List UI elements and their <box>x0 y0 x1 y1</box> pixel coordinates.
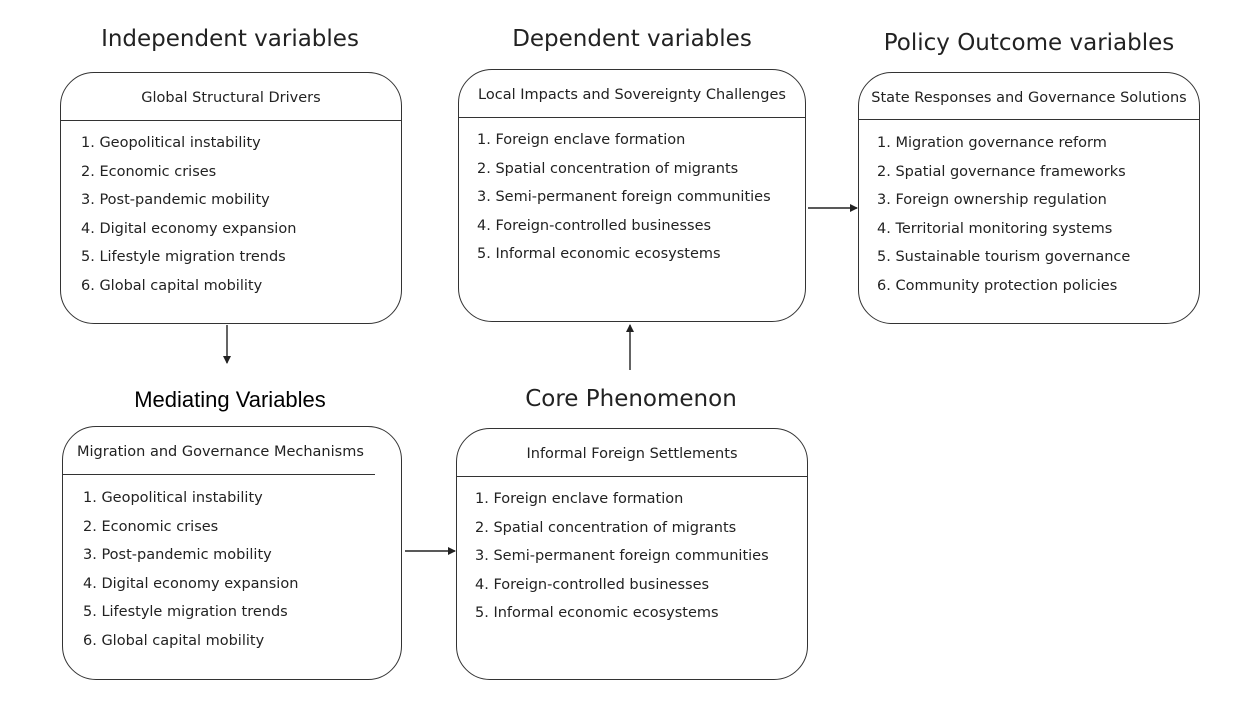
list-item: 2. Spatial concentration of migrants <box>475 519 737 536</box>
box-divider <box>457 476 807 477</box>
list-item: 2. Spatial concentration of migrants <box>477 160 739 177</box>
list-item: 6. Community protection policies <box>877 277 1118 294</box>
box-migration-mechanisms: Migration and Governance Mechanisms 1. G… <box>62 426 402 680</box>
list-item: 3. Semi-permanent foreign communities <box>477 189 771 205</box>
list-item: 1. Geopolitical instability <box>83 490 263 506</box>
item-list: 1. Migration governance reform 2. Spatia… <box>877 129 1130 300</box>
list-item: 1. Migration governance reform <box>877 135 1107 151</box>
list-item: 3. Semi-permanent foreign communities <box>475 548 769 564</box>
box-divider <box>63 474 375 475</box>
box-title: Local Impacts and Sovereignty Challenges <box>478 87 786 103</box>
list-item: 1. Foreign enclave formation <box>477 132 686 148</box>
box-title: Informal Foreign Settlements <box>526 446 738 462</box>
box-local-impacts: Local Impacts and Sovereignty Challenges… <box>458 69 806 322</box>
box-divider <box>859 119 1199 120</box>
heading-independent-variables: Independent variables <box>101 26 359 52</box>
list-item: 1. Geopolitical instability <box>81 135 261 151</box>
heading-core-phenomenon: Core Phenomenon <box>525 386 737 412</box>
list-item: 3. Post-pandemic mobility <box>83 547 272 563</box>
box-title: State Responses and Governance Solutions <box>871 90 1187 106</box>
list-item: 5. Informal economic ecosystems <box>477 246 721 262</box>
list-item: 1. Foreign enclave formation <box>475 491 684 507</box>
heading-dependent-variables: Dependent variables <box>512 26 752 52</box>
item-list: 1. Geopolitical instability 2. Economic … <box>81 129 296 300</box>
list-item: 2. Economic crises <box>81 163 217 180</box>
list-item: 4. Territorial monitoring systems <box>877 220 1113 237</box>
list-item: 5. Lifestyle migration trends <box>81 249 286 265</box>
list-item: 2. Economic crises <box>83 518 219 535</box>
box-state-responses: State Responses and Governance Solutions… <box>858 72 1200 324</box>
list-item: 5. Lifestyle migration trends <box>83 604 288 620</box>
list-item: 4. Foreign-controlled businesses <box>475 576 710 593</box>
list-item: 6. Global capital mobility <box>83 632 265 649</box>
item-list: 1. Foreign enclave formation 2. Spatial … <box>475 485 769 628</box>
box-global-structural-drivers: Global Structural Drivers 1. Geopolitica… <box>60 72 402 324</box>
box-title: Migration and Governance Mechanisms <box>77 444 364 460</box>
box-divider <box>61 120 401 121</box>
item-list: 1. Geopolitical instability 2. Economic … <box>83 484 298 655</box>
list-item: 5. Informal economic ecosystems <box>475 605 719 621</box>
heading-mediating-variables: Mediating Variables <box>134 387 326 412</box>
list-item: 4. Digital economy expansion <box>81 220 297 237</box>
list-item: 4. Foreign-controlled businesses <box>477 217 712 234</box>
box-title: Global Structural Drivers <box>141 90 321 106</box>
list-item: 4. Digital economy expansion <box>83 575 299 592</box>
list-item: 3. Foreign ownership regulation <box>877 192 1107 208</box>
list-item: 2. Spatial governance frameworks <box>877 163 1126 180</box>
heading-policy-outcome-variables: Policy Outcome variables <box>883 30 1175 56</box>
list-item: 3. Post-pandemic mobility <box>81 192 270 208</box>
list-item: 5. Sustainable tourism governance <box>877 249 1131 265</box>
box-informal-foreign-settlements: Informal Foreign Settlements 1. Foreign … <box>456 428 808 680</box>
box-divider <box>459 117 805 118</box>
item-list: 1. Foreign enclave formation 2. Spatial … <box>477 126 771 269</box>
list-item: 6. Global capital mobility <box>81 277 263 294</box>
